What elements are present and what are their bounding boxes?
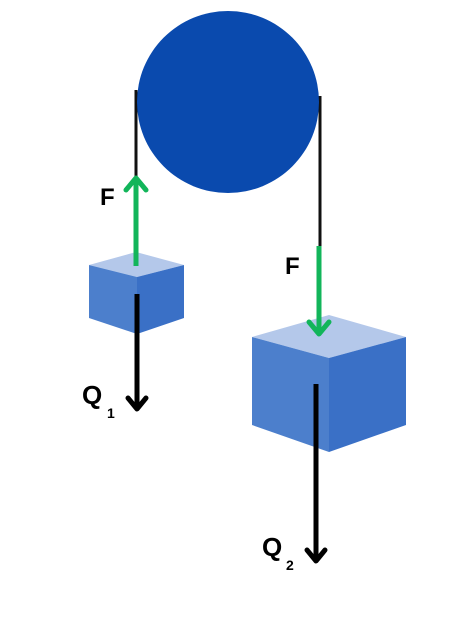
weight-label-right-subscript: 2: [286, 557, 294, 573]
box-right-front-right: [329, 337, 406, 452]
box-right: [252, 315, 406, 452]
force-label-left: F: [100, 184, 115, 211]
box-right-front-left: [252, 337, 329, 452]
weight-arrow-left: [125, 294, 149, 412]
weight-label-right: Q: [262, 532, 282, 562]
box-left-front-left: [89, 265, 137, 334]
weight-arrow-right: [304, 384, 328, 564]
box-left-front-right: [137, 265, 184, 334]
force-arrow-right: [306, 246, 332, 337]
weight-label-right-main: Q: [262, 532, 282, 562]
force-label-right: F: [285, 253, 300, 280]
pulley-wheel: [137, 11, 319, 193]
weight-label-left: Q: [82, 380, 102, 410]
box-right-top: [252, 315, 406, 358]
weight-label-left-subscript: 1: [107, 405, 115, 421]
weight-label-left-main: Q: [82, 380, 102, 410]
force-arrow-left: [123, 175, 149, 266]
